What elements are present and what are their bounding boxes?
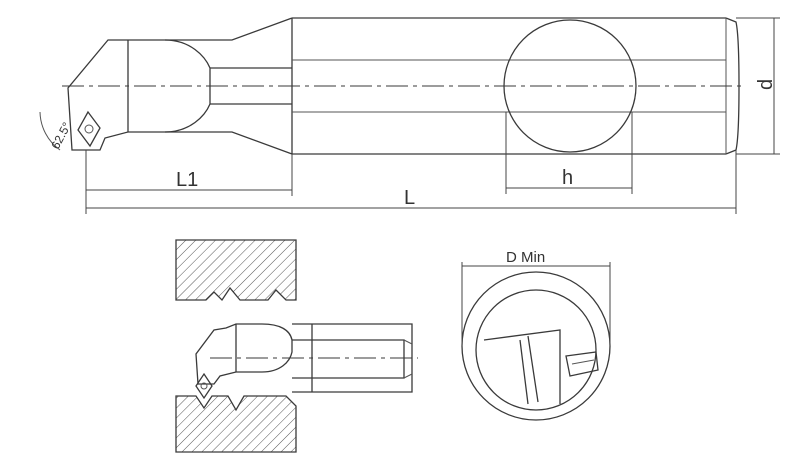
bar-taper [165, 17, 293, 155]
dim-l-label: L [404, 187, 415, 209]
dim-d: d [736, 17, 780, 155]
end-insert [565, 351, 599, 377]
workpiece-top-section [175, 239, 297, 302]
bar-neck [210, 67, 292, 105]
dim-h: h [505, 112, 633, 194]
cutting-insert [77, 110, 101, 148]
bore-circle [461, 271, 611, 421]
dim-l1-label: L1 [176, 169, 198, 191]
dim-h-label: h [562, 167, 573, 189]
end-view: D Min [461, 249, 611, 421]
side-view: 62.5° d L1 L h [39, 17, 780, 214]
dim-l: L [85, 150, 737, 214]
operation-view-bar [195, 323, 418, 400]
dim-d-label: d [755, 79, 777, 90]
dim-l1: L1 [85, 150, 293, 196]
dim-dmin: D Min [461, 249, 611, 346]
shank-body [292, 17, 726, 155]
head-flat [483, 329, 561, 404]
workpiece-bottom-section [175, 395, 297, 453]
dim-dmin-label: D Min [506, 249, 545, 266]
bar-end-circle [475, 289, 597, 411]
bar-head-outline [67, 39, 211, 151]
head-edges [519, 335, 539, 405]
angle-arc [39, 111, 61, 151]
